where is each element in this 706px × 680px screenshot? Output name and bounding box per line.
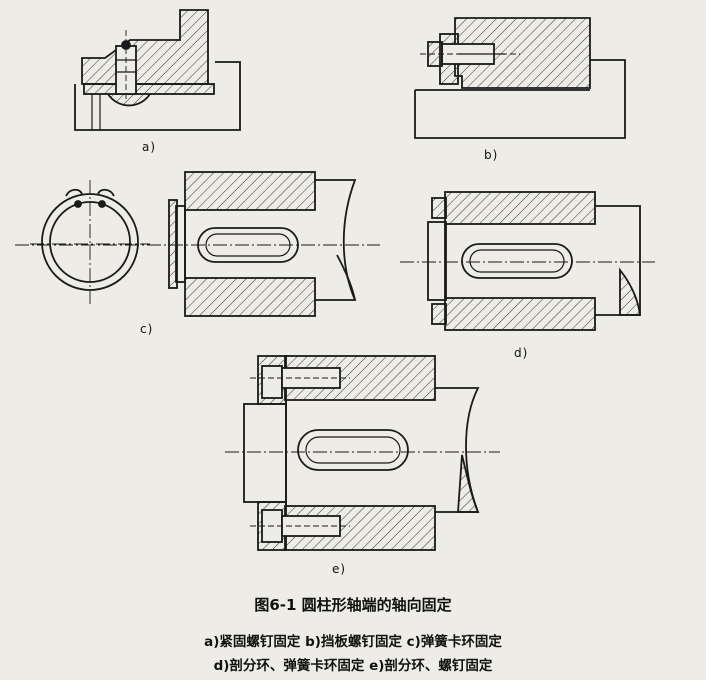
figure-caption-line-1: a)紧固螺钉固定 b)挡板螺钉固定 c)弹簧卡环固定: [204, 634, 502, 650]
label-b: b): [484, 148, 499, 162]
view-c-hub-section: [15, 171, 380, 317]
label-a: a): [142, 140, 157, 154]
label-e: e): [332, 562, 347, 576]
view-e-split-ring-screw: [225, 355, 500, 551]
view-c-circlip-front: [30, 180, 150, 305]
label-c: c): [140, 322, 154, 336]
view-b-end-plate-screw: [414, 17, 626, 139]
figure-caption-line-2: d)剖分环、弹簧卡环固定 e)剖分环、螺钉固定: [213, 658, 493, 674]
view-d-split-ring: [400, 191, 655, 331]
figure-caption-title: 图6-1 圆柱形轴端的轴向固定: [254, 596, 452, 614]
view-a-set-screw: [74, 9, 241, 131]
label-d: d): [514, 346, 529, 360]
engineering-drawing: [15, 9, 655, 551]
